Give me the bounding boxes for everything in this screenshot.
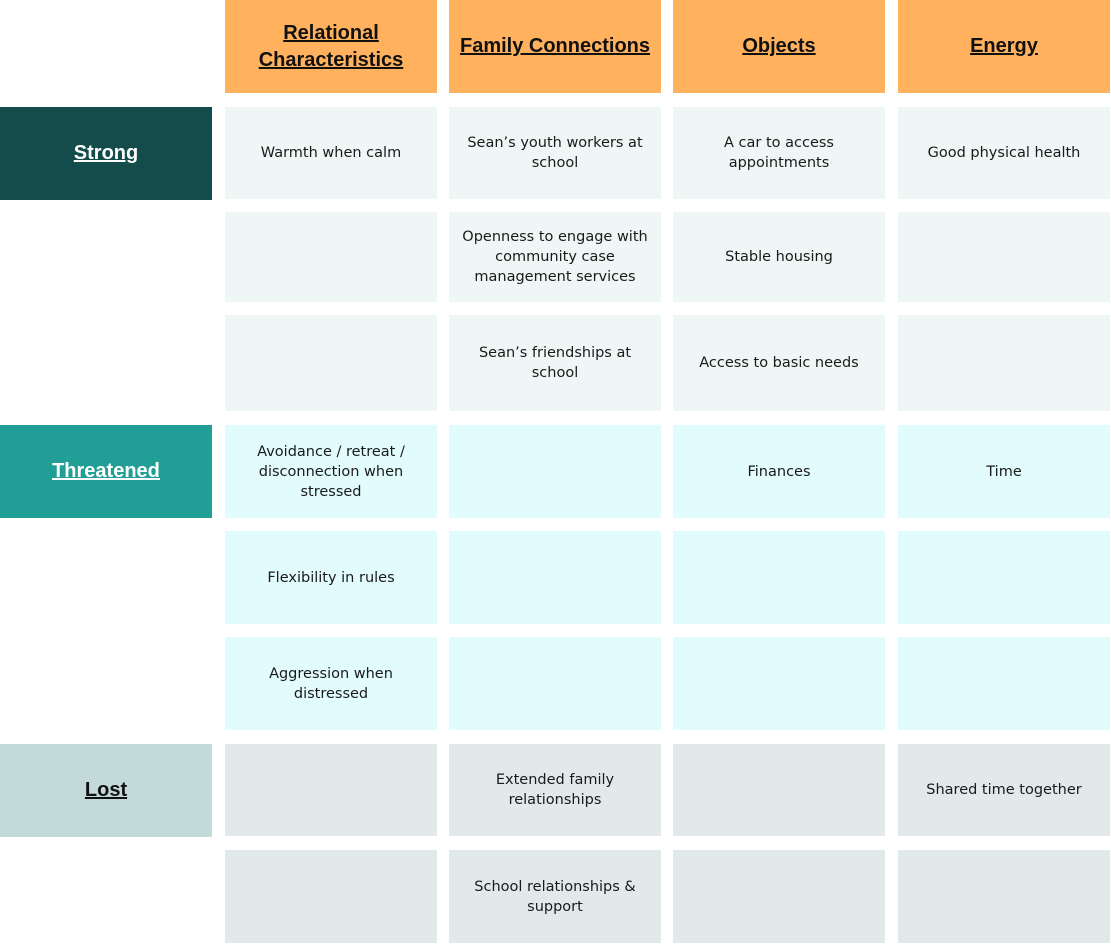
table-cell bbox=[898, 315, 1110, 411]
table-cell: A car to access appointments bbox=[673, 107, 885, 199]
table-cell bbox=[449, 425, 661, 518]
table-cell: Flexibility in rules bbox=[225, 531, 437, 624]
table-cell: School relationships & support bbox=[449, 850, 661, 943]
row-label-lost: Lost bbox=[0, 744, 212, 837]
table-cell bbox=[225, 212, 437, 302]
table-cell: Extended family relationships bbox=[449, 744, 661, 836]
table-cell bbox=[225, 315, 437, 411]
table-cell bbox=[225, 744, 437, 836]
table-cell: Openness to engage with community case m… bbox=[449, 212, 661, 302]
table-cell: Warmth when calm bbox=[225, 107, 437, 199]
table-cell: Aggression when distressed bbox=[225, 637, 437, 730]
table-cell bbox=[898, 850, 1110, 943]
table-cell bbox=[898, 212, 1110, 302]
table-cell bbox=[898, 531, 1110, 624]
table-cell: Sean’s friendships at school bbox=[449, 315, 661, 411]
table-cell bbox=[673, 637, 885, 730]
table-cell: Access to basic needs bbox=[673, 315, 885, 411]
table-cell bbox=[673, 850, 885, 943]
column-header-family-connections: Family Connections bbox=[449, 0, 661, 93]
table-cell: Sean’s youth workers at school bbox=[449, 107, 661, 199]
table-cell: Good physical health bbox=[898, 107, 1110, 199]
row-label-strong: Strong bbox=[0, 107, 212, 200]
table-cell bbox=[898, 637, 1110, 730]
table-cell bbox=[449, 531, 661, 624]
table-cell: Time bbox=[898, 425, 1110, 518]
row-label-threatened: Threatened bbox=[0, 425, 212, 518]
column-header-objects: Objects bbox=[673, 0, 885, 93]
table-cell bbox=[449, 637, 661, 730]
table-cell bbox=[225, 850, 437, 943]
column-header-energy: Energy bbox=[898, 0, 1110, 93]
table-cell: Avoidance / retreat / disconnection when… bbox=[225, 425, 437, 518]
column-header-relational-characteristics: Relational Characteristics bbox=[225, 0, 437, 93]
table-cell: Stable housing bbox=[673, 212, 885, 302]
table-cell: Finances bbox=[673, 425, 885, 518]
table-cell bbox=[673, 744, 885, 836]
table-cell bbox=[673, 531, 885, 624]
table-cell: Shared time together bbox=[898, 744, 1110, 836]
